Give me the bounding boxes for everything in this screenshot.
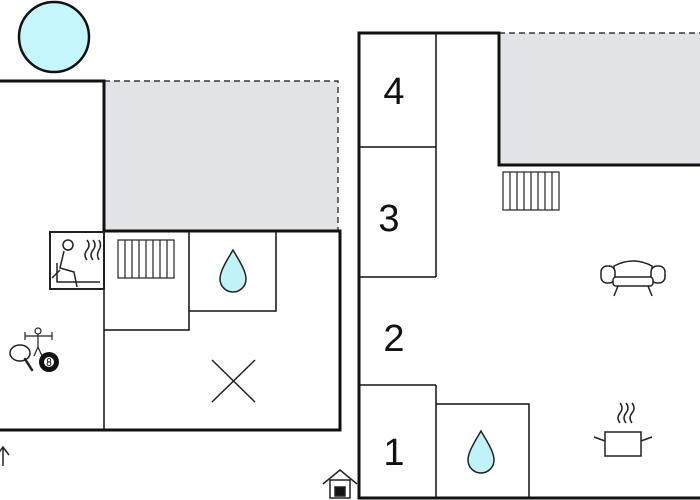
bedroom-3-label: 3 <box>378 198 399 240</box>
entrance-icon <box>322 469 358 499</box>
pool <box>17 0 91 74</box>
pool-icon <box>17 0 91 74</box>
sofa-icon <box>600 260 666 297</box>
cross-icon <box>211 359 256 403</box>
water-drop-icon <box>467 429 495 474</box>
bedroom-4-label: 4 <box>383 71 404 113</box>
bedroom-2-label: 2 <box>383 318 404 360</box>
bedroom-1-label: 1 <box>383 432 404 474</box>
radiator-icon <box>117 239 175 279</box>
games-icon <box>9 327 59 372</box>
water-drop-icon <box>219 248 247 293</box>
sauna-icon <box>49 231 105 290</box>
right-terrace <box>499 32 700 165</box>
radiator-icon <box>502 171 560 211</box>
direction-arrow-icon <box>0 445 10 466</box>
right-building-walls <box>357 31 700 500</box>
left-terrace <box>104 80 339 231</box>
cooking-pot-icon <box>593 402 653 457</box>
